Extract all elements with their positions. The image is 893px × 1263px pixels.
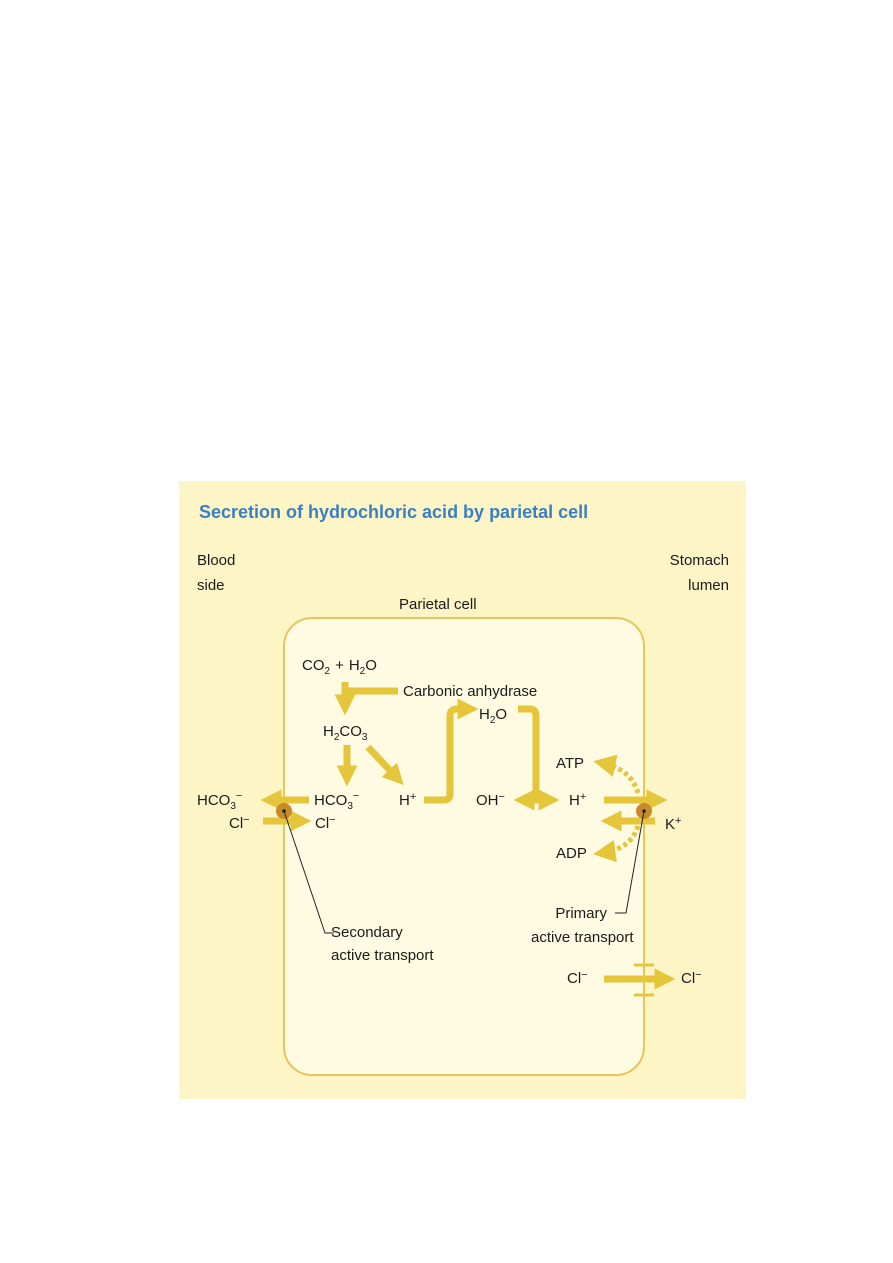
diagram-panel: Secretion of hydrochloric acid by pariet…	[179, 481, 746, 1099]
adp-label: ADP	[556, 845, 587, 862]
hco3-cell-label: HCO3−	[314, 790, 359, 812]
cl-blood-label: Cl−	[229, 814, 250, 832]
primary-label-line1: Primary	[555, 905, 607, 922]
k-ion-label: K+	[665, 815, 681, 833]
secondary-callout-line	[283, 810, 334, 934]
stomach-lumen-label-line2: lumen	[688, 577, 729, 594]
atp-dashed-arrow	[593, 754, 641, 794]
parietal-cell-membrane	[283, 617, 645, 1076]
parietal-cell-diagram: Secretion of hydrochloric acid by pariet…	[197, 502, 729, 1076]
primary-label-line2: active transport	[531, 929, 634, 946]
secondary-label-line2: active transport	[331, 947, 434, 964]
blood-side-label-line2: side	[197, 577, 225, 594]
adp-dashed-arrow	[593, 825, 641, 863]
oh-label: OH−	[476, 791, 505, 809]
co2-h2o-label: CO2+H2O	[302, 657, 377, 677]
stomach-lumen-label-line1: Stomach	[670, 552, 729, 569]
arrow-to-hydrogen-ion	[365, 744, 404, 786]
h-ion-cell-label: H+	[399, 791, 416, 809]
secondary-label-line1: Secondary	[331, 924, 403, 941]
h2co3-label: H2CO3	[323, 723, 368, 743]
primary-callout-line	[615, 810, 645, 914]
cl-lumen-label: Cl−	[681, 969, 702, 987]
cl-cell-label: Cl−	[315, 814, 336, 832]
h-ion-lumen-side-label: H+	[569, 791, 586, 809]
parietal-cell-label: Parietal cell	[399, 596, 477, 613]
hco3-blood-label: HCO3−	[197, 790, 242, 812]
cl-cell-channel-label: Cl−	[567, 969, 588, 987]
carbonic-anhydrase-label: Carbonic anhydrase	[403, 683, 537, 700]
h2o-label: H2O	[479, 706, 507, 726]
diagram-title: Secretion of hydrochloric acid by pariet…	[199, 502, 588, 522]
atp-label: ATP	[556, 755, 584, 772]
blood-side-label-line1: Blood	[197, 552, 235, 569]
water-loop-arrow	[424, 698, 479, 804]
